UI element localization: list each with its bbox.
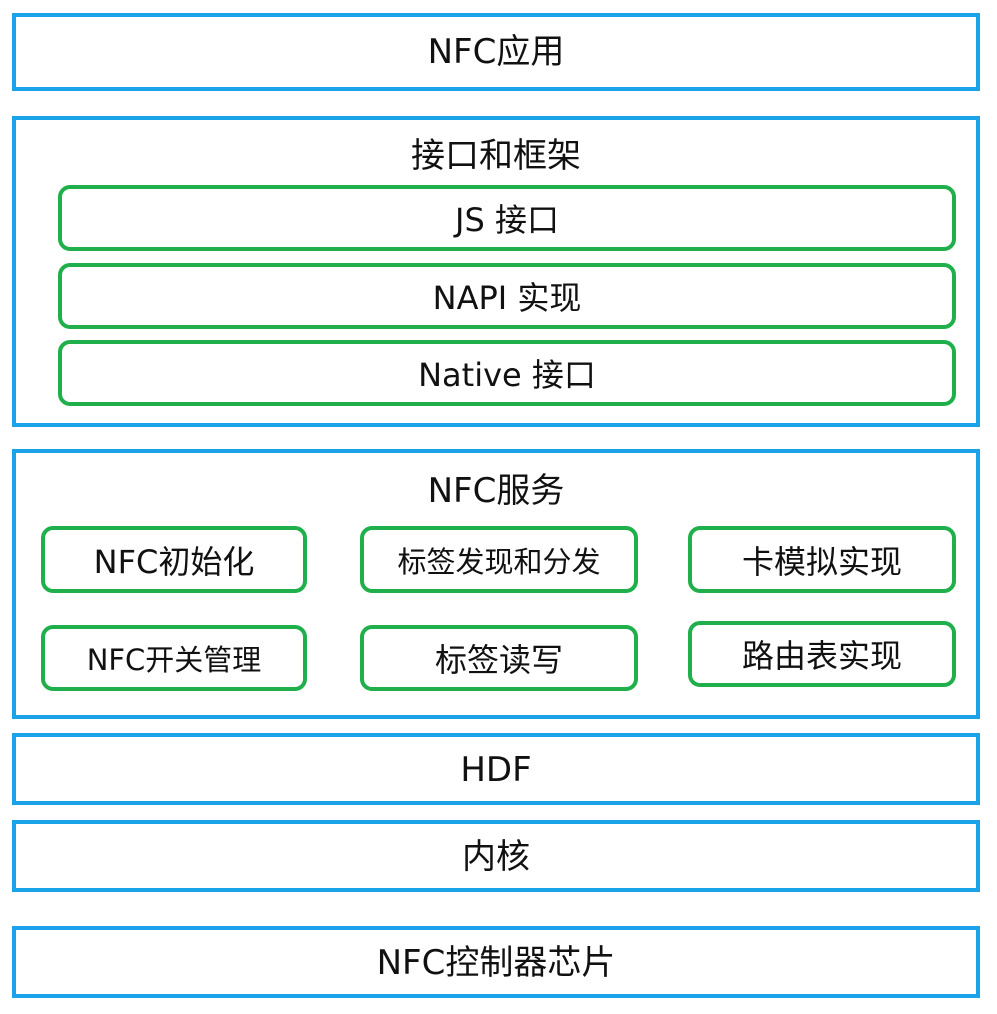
- module-nfc-switch-management: NFC开关管理: [41, 625, 307, 691]
- module-native-interface: Native 接口: [58, 340, 956, 406]
- module-tag-discovery-dispatch: 标签发现和分发: [360, 526, 638, 593]
- module-routing-table: 路由表实现: [688, 621, 956, 687]
- layer-title-nfc-service: NFC服务: [427, 471, 565, 511]
- module-tag-read-write: 标签读写: [360, 625, 638, 691]
- layer-title-nfc-controller-chip: NFC控制器芯片: [376, 943, 616, 983]
- layer-title-interface-framework: 接口和框架: [411, 136, 581, 176]
- module-napi-implementation: NAPI 实现: [58, 263, 956, 329]
- layer-hdf: HDF: [12, 733, 980, 805]
- module-js-interface: JS 接口: [58, 185, 956, 251]
- module-card-emulation: 卡模拟实现: [688, 526, 956, 593]
- layer-nfc-app: NFC应用: [12, 13, 980, 91]
- layer-nfc-controller-chip: NFC控制器芯片: [12, 926, 980, 998]
- layer-title-nfc-app: NFC应用: [427, 32, 565, 72]
- layer-kernel: 内核: [12, 820, 980, 892]
- layer-title-hdf: HDF: [460, 750, 532, 790]
- layer-title-kernel: 内核: [462, 837, 530, 877]
- module-nfc-init: NFC初始化: [41, 526, 307, 593]
